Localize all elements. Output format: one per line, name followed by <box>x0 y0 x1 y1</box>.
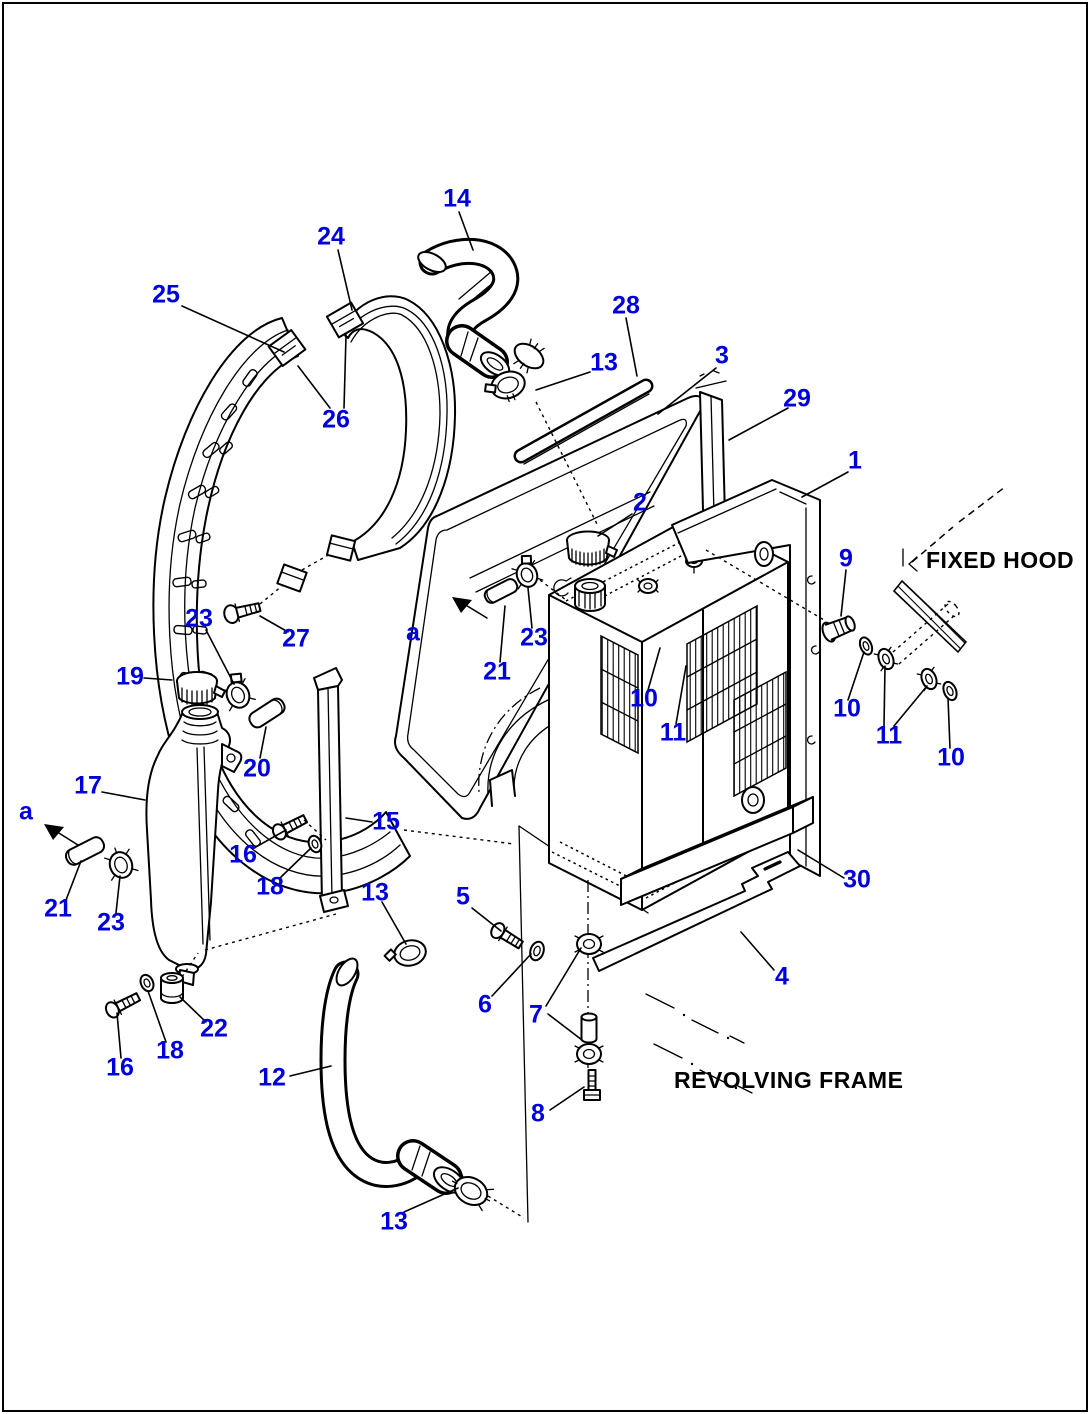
part-callout-10a: 10 <box>630 684 658 713</box>
part-callout-11a: 11 <box>659 718 687 747</box>
part-callout-2: 2 <box>633 488 647 517</box>
part-callout-22: 22 <box>200 1014 228 1043</box>
part-callout-21b: 21 <box>44 894 72 923</box>
fixed-hood-reference <box>892 486 1006 654</box>
annotation-fixed-hood: FIXED HOOD <box>926 547 1075 573</box>
part-callout-13b: 13 <box>361 878 389 907</box>
washer-6 <box>529 940 545 962</box>
washer-18-mid <box>307 834 323 854</box>
part-callout-4: 4 <box>775 962 789 991</box>
part-callout-21a: 21 <box>483 657 511 686</box>
view-label-view-a-mid: a <box>406 618 420 647</box>
hose-clamp-13-top <box>484 370 526 403</box>
part-callout-11b: 11 <box>875 721 903 750</box>
clamp-23-left <box>104 847 139 881</box>
part-callout-23b: 23 <box>520 623 548 652</box>
nut-11-right2 <box>916 666 942 692</box>
clamp-23-mid <box>511 554 544 590</box>
part-callout-15: 15 <box>372 807 400 836</box>
view-arrow-a-left <box>44 824 79 846</box>
trim-strip-28 <box>513 378 654 465</box>
radiator-filler-neck <box>574 578 606 612</box>
mount-nut-7c <box>574 1043 604 1065</box>
part-callout-19: 19 <box>116 662 144 691</box>
part-callout-26: 26 <box>322 405 350 434</box>
overflow-clip <box>553 577 572 597</box>
nut-11-right1 <box>873 646 899 672</box>
part-callout-16a: 16 <box>229 840 257 869</box>
bolt-5 <box>490 922 524 950</box>
part-callout-23c: 23 <box>97 908 125 937</box>
tube-21-left <box>64 836 106 866</box>
hose-clamp-13-bottom <box>447 1170 495 1212</box>
part-callout-12: 12 <box>258 1063 286 1092</box>
hose-clamp-13-top-band <box>513 338 545 374</box>
part-callout-1: 1 <box>848 446 862 475</box>
part-callout-18b: 18 <box>156 1036 184 1065</box>
tank-cap-19 <box>176 671 226 707</box>
part-callout-3: 3 <box>715 341 729 370</box>
mount-nut-7a <box>574 933 604 955</box>
upper-hose-14 <box>417 237 520 379</box>
washer-10-right2 <box>942 680 958 702</box>
hose-clamp-13-mid <box>383 939 427 967</box>
part-callout-7: 7 <box>529 1000 543 1029</box>
mount-bolt-9 <box>821 615 856 643</box>
assembly-dotted-lines <box>181 401 598 1219</box>
top-nut-small <box>637 578 659 594</box>
tube-21-mid <box>483 578 519 604</box>
part-callout-25: 25 <box>152 280 180 309</box>
washer-10-right1 <box>858 636 874 656</box>
hose-20 <box>248 697 286 729</box>
mount-sleeve-7b <box>580 1012 598 1044</box>
part-callout-30: 30 <box>843 865 871 894</box>
part-callout-10c: 10 <box>937 743 965 772</box>
lower-hose-12 <box>319 957 466 1195</box>
part-callout-8: 8 <box>531 1099 545 1128</box>
guard-clamp-tabs-26 <box>259 301 365 605</box>
mount-hardware-right <box>705 549 960 702</box>
bracket-15 <box>313 667 349 913</box>
part-callout-13c: 13 <box>380 1207 408 1236</box>
part-callout-9: 9 <box>839 544 853 573</box>
part-callout-13a: 13 <box>590 348 618 377</box>
part-callout-27: 27 <box>282 624 310 653</box>
washer-18-bottom <box>139 973 155 993</box>
bottom-bar-30 <box>620 796 814 906</box>
fan-guard-half-24 <box>340 295 457 561</box>
annotation-revolving-frame: REVOLVING FRAME <box>674 1067 904 1093</box>
part-callout-10b: 10 <box>833 694 861 723</box>
radiator-core <box>548 514 789 911</box>
bolt-8 <box>583 1069 601 1101</box>
part-callout-29: 29 <box>783 384 811 413</box>
leader-lines <box>65 211 951 1213</box>
part-callout-14: 14 <box>443 184 471 213</box>
part-callout-20: 20 <box>243 754 271 783</box>
part-callout-28: 28 <box>612 291 640 320</box>
lower-mount-chain <box>490 880 604 1101</box>
bottom-strap-4 <box>592 851 801 972</box>
radiator-grille <box>600 604 787 798</box>
part-callout-17: 17 <box>74 771 102 800</box>
part-callout-6: 6 <box>478 990 492 1019</box>
part-callout-5: 5 <box>456 882 470 911</box>
bolt-16-bottom <box>104 992 142 1019</box>
part-callout-16b: 16 <box>106 1053 134 1082</box>
part-callout-23a: 23 <box>185 604 213 633</box>
reservoir-tank-17 <box>145 704 243 986</box>
part-callout-18a: 18 <box>256 872 284 901</box>
elbow-22 <box>160 972 184 1004</box>
radiator-cap-2 <box>566 530 618 568</box>
part-callout-24: 24 <box>317 222 345 251</box>
view-label-view-a-left: a <box>19 797 33 826</box>
view-arrow-a-mid <box>452 597 488 619</box>
bolt-27 <box>223 602 262 625</box>
